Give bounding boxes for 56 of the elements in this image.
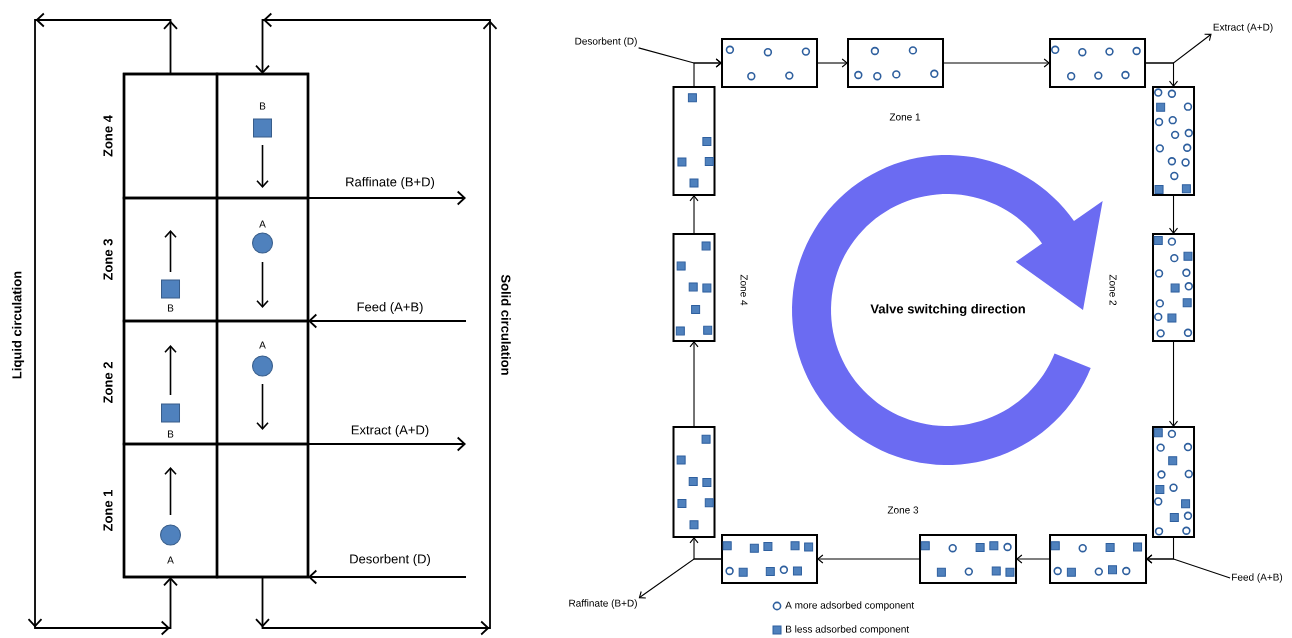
arrow: [1144, 33, 1212, 64]
column-box: [672, 86, 716, 196]
edge-label: Extract (A+D): [351, 424, 429, 438]
column-cell: A: [215, 196, 310, 323]
zone-label: Zone 2: [103, 362, 113, 404]
zone-label: Zone 4: [103, 115, 113, 157]
column-cell: B: [122, 319, 219, 446]
arrow: [308, 569, 467, 585]
arrow: [1016, 554, 1051, 564]
column-box: [672, 233, 716, 342]
edge-label: Liquid circulation: [11, 271, 25, 379]
column-box: [1049, 38, 1146, 88]
zone-label: Zone 3: [887, 506, 919, 514]
column-box: [721, 534, 818, 584]
stream-label: Feed (A+B): [1232, 573, 1283, 583]
arrow: [1168, 340, 1179, 427]
stream-label: Raffinate (B+D): [569, 599, 637, 609]
column-cell: A: [215, 319, 310, 446]
arrow: [27, 12, 178, 636]
arrow: [693, 58, 722, 88]
edge-label: Solid circulation: [501, 274, 511, 375]
arrow: [1146, 554, 1231, 579]
zone-label: Zone 2: [1109, 274, 1117, 306]
edge-label: Desorbent (D): [350, 553, 430, 567]
zone-label: Zone 1: [103, 489, 113, 532]
arrow: [307, 190, 466, 206]
stream-label: Extract (A+D): [1213, 23, 1273, 33]
legend-text: B less adsorbed component: [786, 625, 910, 635]
column-cell: B: [122, 196, 219, 323]
zone-label: Zone 1: [889, 113, 921, 121]
stream-label: Desorbent (D): [575, 37, 637, 47]
zone-label: Zone 4: [740, 274, 748, 306]
edge-label: Raffinate (B+D): [346, 176, 435, 190]
column-box: [721, 38, 818, 88]
arrow: [308, 313, 467, 329]
legend-text: A more adsorbed component: [785, 601, 915, 611]
arrow: [1168, 194, 1179, 234]
arrow: [689, 195, 699, 235]
column-cell: B: [215, 72, 310, 200]
arrow: [638, 558, 723, 599]
arrow: [942, 58, 1050, 68]
column-box: [1049, 534, 1147, 584]
arrow: [689, 341, 699, 428]
direction-label: Valve switching direction: [870, 303, 1025, 317]
zone-label: Zone 3: [103, 239, 113, 281]
arrow: [816, 58, 848, 68]
column-cell: A: [122, 442, 219, 579]
arrow: [307, 436, 466, 452]
column-box: [847, 38, 944, 88]
arrow: [817, 554, 921, 564]
column-box: [672, 426, 716, 538]
column-box: [919, 534, 1017, 584]
arrow: [255, 12, 498, 636]
column-cell: [215, 442, 310, 579]
edge-label: Feed (A+B): [357, 301, 423, 315]
column-cell: [122, 72, 219, 200]
